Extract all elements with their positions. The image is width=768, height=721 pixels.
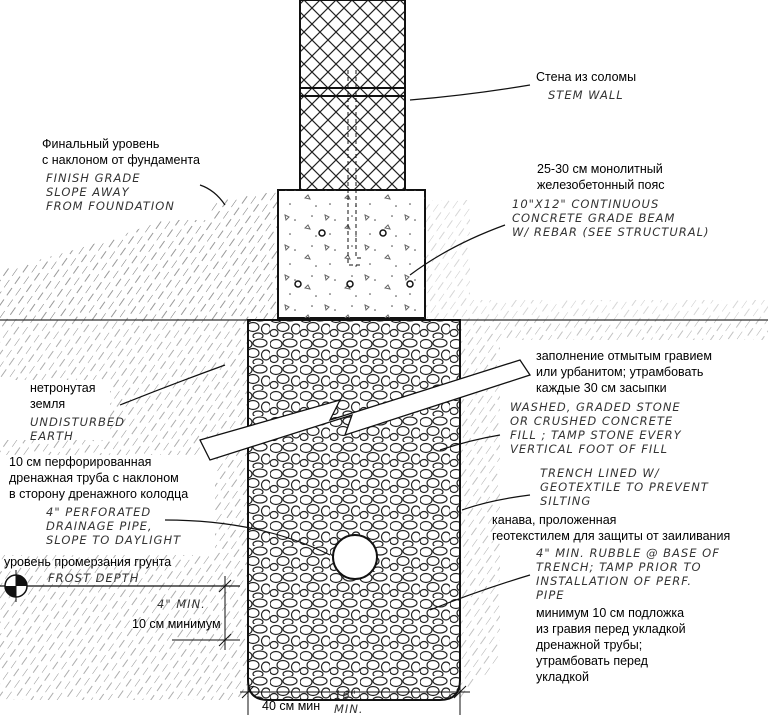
rubble-label-en: 4" MIN. RUBBLE @ BASE OF TRENCH; TAMP PR…	[536, 546, 720, 602]
drainage-pipe	[332, 534, 378, 580]
geotextile-label-ru: канава, проложенная геотекстилем для защ…	[492, 513, 731, 543]
stem-wall-label-en: STEM WALL	[548, 88, 624, 102]
undisturbed-earth-label-en: UNDISTURBED EARTH	[30, 415, 126, 443]
grade-beam-label-en: 10"X12" CONTINUOUS CONCRETE GRADE BEAM W…	[512, 197, 710, 239]
min-depth-label-en: 4" MIN.	[157, 597, 206, 611]
geotextile-label-en: TRENCH LINED W/ GEOTEXTILE TO PREVENT SI…	[540, 466, 709, 508]
drain-pipe-label-en: 4" PERFORATED DRAINAGE PIPE, SLOPE TO DA…	[46, 505, 182, 547]
stone-fill-label-ru: заполнение отмытым гравием или урбанитом…	[536, 349, 712, 395]
stone-fill-label-en: WASHED, GRADED STONE OR CRUSHED CONCRETE…	[510, 400, 682, 456]
trench-width-label-ru: 40 см мин	[262, 699, 321, 713]
leader-lines	[119, 84, 531, 611]
finish-grade-label-en: FINISH GRADE SLOPE AWAY FROM FOUNDATION	[46, 171, 175, 213]
frost-depth-label-en: FROST DEPTH	[48, 571, 140, 585]
min-depth-label-ru: 10 см минимум	[132, 617, 221, 631]
drain-pipe-label-ru: 10 см перфорированная дренажная труба с …	[9, 455, 189, 501]
gravel-trench	[247, 319, 461, 701]
finish-grade-label-ru: Финальный уровень с наклоном от фундамен…	[42, 137, 200, 167]
stem-wall-label-ru: Стена из соломы	[536, 70, 637, 84]
grade-beam-label-ru: 25-30 см монолитный железобетонный пояс	[537, 162, 665, 192]
rubble-label-ru: минимум 10 см подложка из гравия перед у…	[536, 606, 686, 684]
trench-width-label-en: 16" MIN.	[334, 688, 364, 716]
undisturbed-earth-label-ru: нетронутая земля	[30, 381, 96, 411]
rebar	[294, 229, 414, 288]
frost-depth-label-ru: уровень промерзания грунта	[4, 555, 172, 569]
finish-grade-soil	[0, 192, 278, 320]
